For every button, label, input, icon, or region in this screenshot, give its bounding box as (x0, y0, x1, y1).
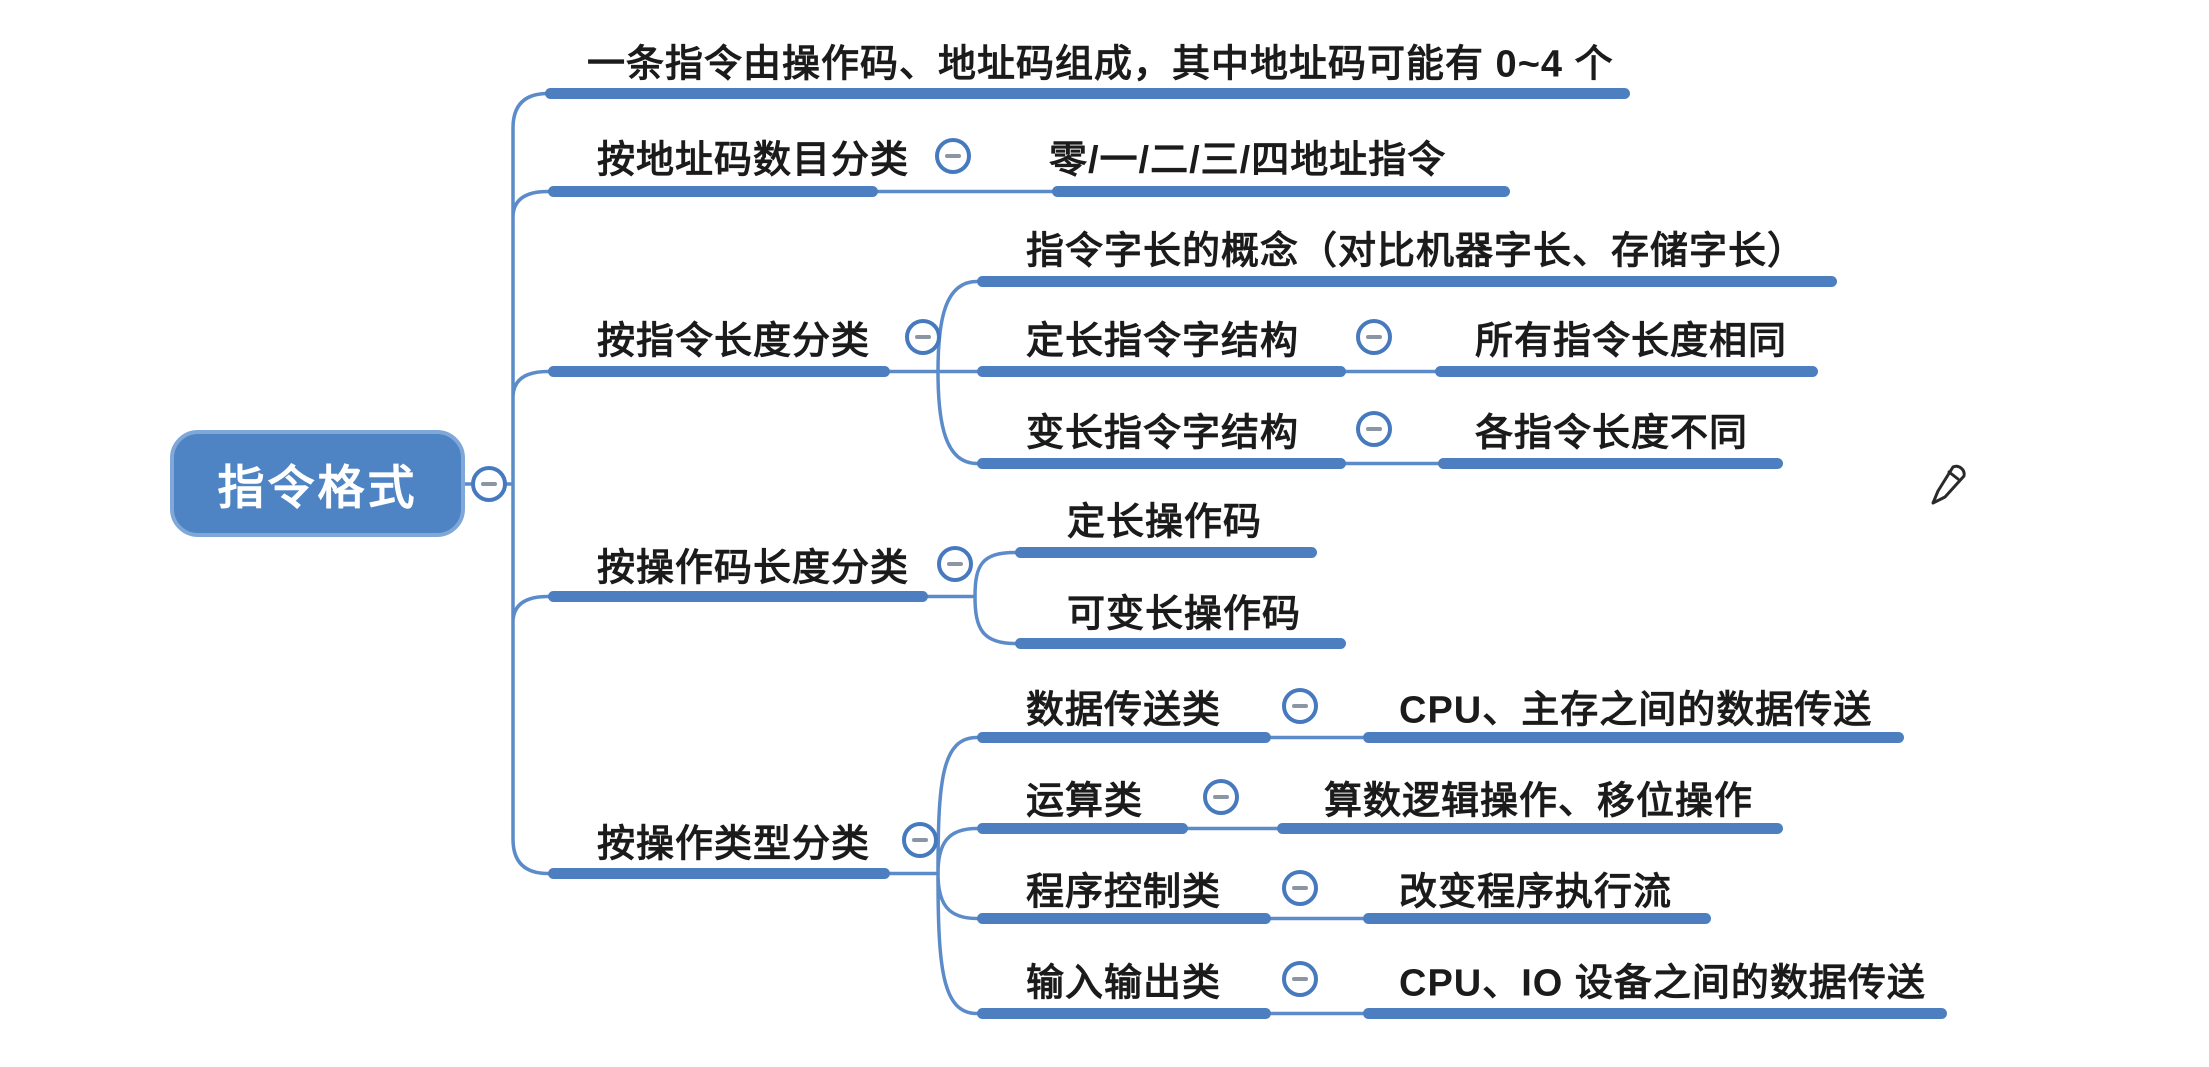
topic-variable-opcode[interactable]: 可变长操作码 (1067, 593, 1302, 636)
minus-icon (481, 482, 497, 486)
topic-io-detail[interactable]: CPU、IO 设备之间的数据传送 (1399, 962, 1926, 1005)
underline-data-transfer (977, 732, 1271, 743)
underline-program-control (977, 913, 1271, 924)
collapse-button-root[interactable] (471, 466, 507, 502)
minus-icon (912, 838, 928, 842)
topic-data-transfer-detail[interactable]: CPU、主存之间的数据传送 (1399, 689, 1873, 732)
underline-note (545, 88, 1630, 99)
topic-word-length-concept[interactable]: 指令字长的概念（对比机器字长、存储字长） (1026, 230, 1807, 273)
connector-path-trunk (458, 91, 1440, 1016)
topic-by-opcode-length[interactable]: 按操作码长度分类 (597, 547, 910, 590)
minus-icon (1292, 704, 1308, 708)
underline-io-detail (1363, 1008, 1947, 1019)
topic-arithmetic-detail[interactable]: 算数逻辑操作、移位操作 (1324, 780, 1754, 823)
connector-path-fans (936, 279, 1017, 1016)
collapse-button-by-instruction-length[interactable] (905, 319, 941, 355)
topic-io[interactable]: 输入输出类 (1026, 962, 1222, 1005)
topic-fixed-length-structure[interactable]: 定长指令字结构 (1026, 320, 1300, 363)
underline-variable-length-structure (977, 458, 1346, 469)
topic-address-types[interactable]: 零/一/二/三/四地址指令 (1049, 139, 1447, 182)
underline-data-transfer-detail (1363, 732, 1904, 743)
collapse-button-program-control[interactable] (1282, 870, 1318, 906)
topic-note-instruction-composition[interactable]: 一条指令由操作码、地址码组成，其中地址码可能有 0~4 个 (587, 43, 1614, 86)
collapse-button-by-address-count[interactable] (935, 138, 971, 174)
underline-fixed-opcode (1015, 547, 1317, 558)
underline-variable-opcode (1015, 638, 1346, 649)
minus-icon (1292, 977, 1308, 981)
underline-by-opcode-length (548, 591, 928, 602)
root-topic-label: 指令格式 (217, 461, 418, 514)
minus-icon (915, 335, 931, 339)
minus-icon (1213, 795, 1229, 799)
collapse-button-io[interactable] (1282, 961, 1318, 997)
topic-program-control[interactable]: 程序控制类 (1026, 871, 1222, 914)
topic-fixed-opcode[interactable]: 定长操作码 (1067, 501, 1263, 544)
collapse-button-by-operation-type[interactable] (902, 822, 938, 858)
topic-by-operation-type[interactable]: 按操作类型分类 (597, 823, 871, 866)
underline-io (977, 1008, 1271, 1019)
underline-fixed-length-structure (977, 366, 1346, 377)
minus-icon (1366, 335, 1382, 339)
minus-icon (947, 562, 963, 566)
minus-icon (1292, 886, 1308, 890)
underline-arithmetic-detail (1277, 823, 1783, 834)
underline-by-operation-type (548, 868, 890, 879)
root-topic[interactable]: 指令格式 (170, 430, 465, 537)
topic-variable-length-structure[interactable]: 变长指令字结构 (1026, 412, 1300, 455)
underline-arithmetic (977, 823, 1188, 834)
collapse-button-data-transfer[interactable] (1282, 688, 1318, 724)
minus-icon (945, 154, 961, 158)
underline-word-length-concept (977, 276, 1837, 287)
topic-data-transfer[interactable]: 数据传送类 (1026, 689, 1222, 732)
underline-variable-length-result (1438, 458, 1783, 469)
underline-program-control-detail (1363, 913, 1711, 924)
underline-by-address-count (548, 186, 878, 197)
topic-variable-length-result[interactable]: 各指令长度不同 (1475, 412, 1749, 455)
minus-icon (1366, 427, 1382, 431)
topic-by-address-count[interactable]: 按地址码数目分类 (597, 139, 910, 182)
underline-fixed-length-result (1435, 366, 1818, 377)
underline-address-types (1052, 186, 1510, 197)
underline-by-instruction-length (548, 366, 890, 377)
topic-by-instruction-length[interactable]: 按指令长度分类 (597, 320, 871, 363)
collapse-button-variable-length-structure[interactable] (1356, 411, 1392, 447)
topic-fixed-length-result[interactable]: 所有指令长度相同 (1475, 320, 1788, 363)
collapse-button-fixed-length-structure[interactable] (1356, 319, 1392, 355)
collapse-button-by-opcode-length[interactable] (937, 546, 973, 582)
topic-program-control-detail[interactable]: 改变程序执行流 (1399, 871, 1673, 914)
pencil-icon (1925, 458, 1971, 517)
collapse-button-arithmetic[interactable] (1203, 779, 1239, 815)
topic-arithmetic[interactable]: 运算类 (1026, 780, 1144, 823)
